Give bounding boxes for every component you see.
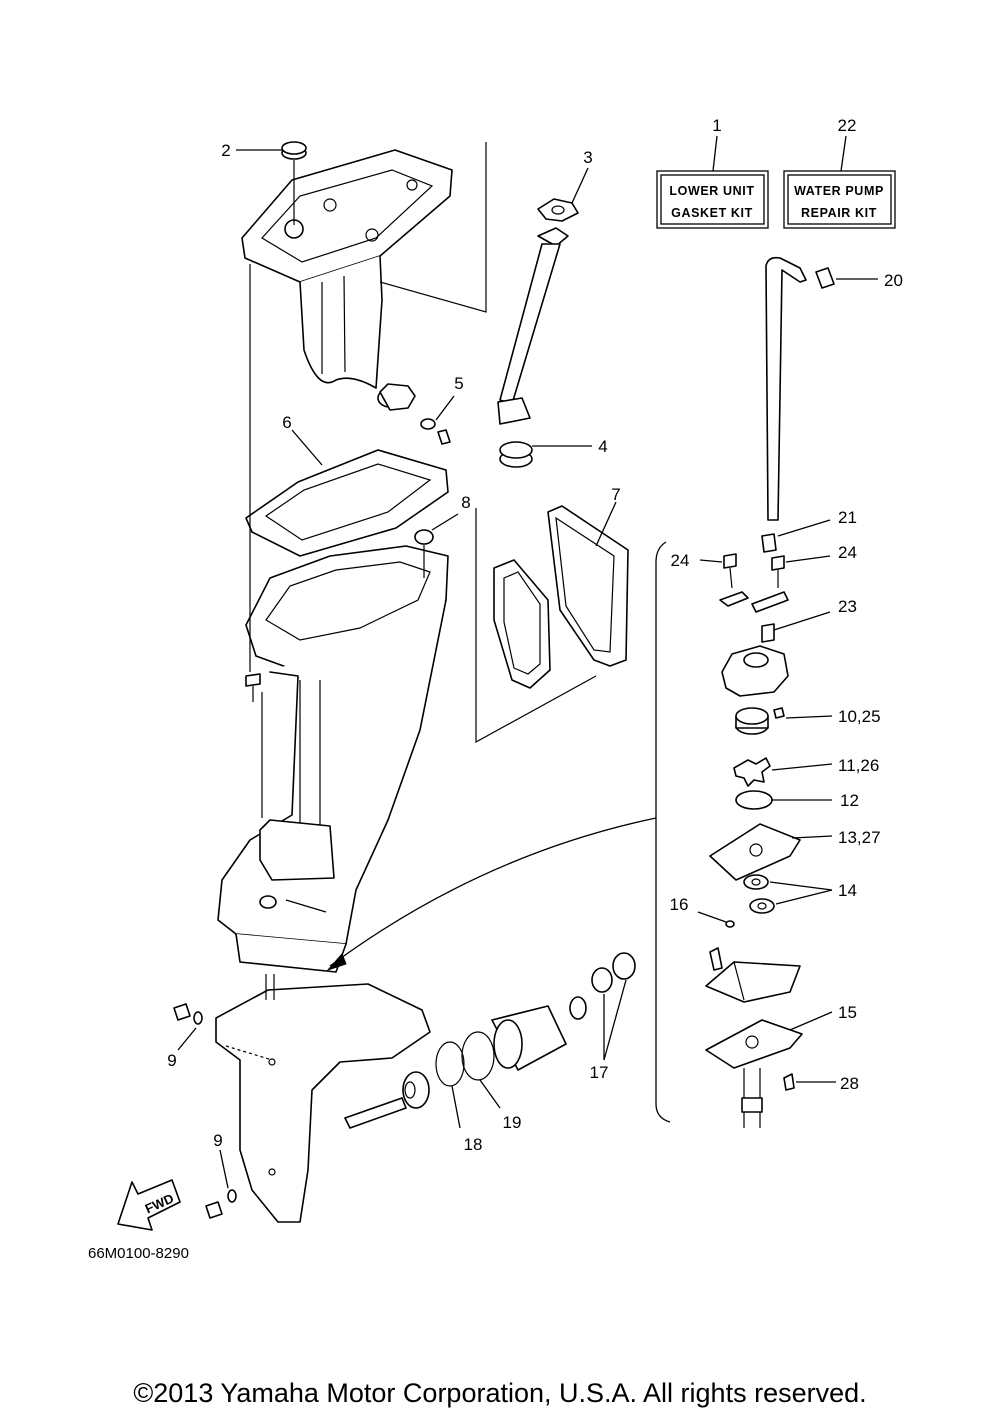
part-21-grommet <box>761 519 831 553</box>
part-12-o-ring <box>735 790 832 810</box>
label-part-22: 22 <box>838 116 857 135</box>
kit-22-line1: WATER PUMP <box>794 184 884 198</box>
label-part-5: 5 <box>454 374 463 393</box>
part-9-screw-upper <box>173 1003 203 1051</box>
part-3-water-tube <box>497 167 589 425</box>
label-part-14: 14 <box>838 881 857 900</box>
part-4-seal <box>499 441 592 468</box>
label-part-9-lower: 9 <box>213 1131 222 1150</box>
part-2-seal <box>236 141 307 225</box>
label-part-11-26: 11,26 <box>838 756 879 775</box>
pump-bracket <box>655 541 671 1123</box>
label-part-1: 1 <box>712 116 721 135</box>
label-part-6: 6 <box>282 413 291 432</box>
pump-housing <box>721 645 789 697</box>
kit-1-line1: LOWER UNIT <box>669 184 754 198</box>
label-part-21: 21 <box>838 508 857 527</box>
part-11-26-impeller <box>733 757 833 787</box>
label-part-2: 2 <box>221 141 230 160</box>
part-28-key <box>783 1073 836 1091</box>
part-15-gasket <box>705 1011 833 1069</box>
prop-shaft-parts <box>402 952 636 1129</box>
label-part-18: 18 <box>464 1135 483 1154</box>
label-part-8: 8 <box>461 493 470 512</box>
label-part-24-left: 24 <box>671 551 690 570</box>
label-part-28: 28 <box>840 1074 859 1093</box>
label-part-13-27: 13,27 <box>838 828 881 847</box>
kit-22-line2: REPAIR KIT <box>801 206 877 220</box>
label-part-20: 20 <box>884 271 903 290</box>
label-part-12: 12 <box>840 791 859 810</box>
copyright-notice: ©2013 Yamaha Motor Corporation, U.S.A. A… <box>133 1378 867 1408</box>
part-16-pin <box>697 911 735 928</box>
label-part-23: 23 <box>838 597 857 616</box>
label-part-15: 15 <box>838 1003 857 1022</box>
part-9-screw-lower <box>205 1149 237 1219</box>
drive-shaft <box>741 1068 763 1128</box>
upper-casing-drawing <box>241 149 453 411</box>
exploded-parts-diagram: LOWER UNIT GASKET KIT WATER PUMP REPAIR … <box>88 116 903 1262</box>
pump-case-lower <box>705 947 801 1003</box>
label-part-17: 17 <box>590 1063 609 1082</box>
assembly-arrow <box>329 817 657 967</box>
kit-box-water-pump-repair: WATER PUMP REPAIR KIT <box>783 135 896 229</box>
part-5-grommet <box>420 395 455 445</box>
reference-code: 66M0100-8290 <box>88 1245 189 1262</box>
part-6-gasket <box>245 429 449 557</box>
kit-box-lower-unit-gasket: LOWER UNIT GASKET KIT <box>656 135 769 229</box>
part-14-seals <box>743 874 833 914</box>
label-part-4: 4 <box>598 437 607 456</box>
part-8-nut <box>414 513 459 578</box>
label-part-7: 7 <box>611 485 620 504</box>
part-10-25-insert <box>735 707 833 735</box>
drive-shaft-housing-drawing <box>217 545 449 973</box>
label-part-24-right: 24 <box>838 543 857 562</box>
pump-plates <box>719 591 789 613</box>
fwd-arrow-icon: FWD <box>117 1179 181 1231</box>
part-labels: 1 2 3 4 5 6 7 8 9 9 10,25 11,26 12 13,27… <box>167 116 903 1154</box>
label-part-16: 16 <box>670 895 689 914</box>
housing-bolt <box>245 264 261 702</box>
label-part-19: 19 <box>503 1113 522 1132</box>
part-23-bushing <box>761 611 831 643</box>
label-part-3: 3 <box>583 148 592 167</box>
part-7-plates <box>493 501 629 689</box>
part-24-bolts <box>699 553 831 589</box>
label-part-9-upper: 9 <box>167 1051 176 1070</box>
lower-unit-drawing <box>215 974 431 1223</box>
part-20-water-tube <box>765 256 878 521</box>
kit-1-line2: GASKET KIT <box>671 206 753 220</box>
part-13-27-plate <box>709 823 833 881</box>
label-part-10-25: 10,25 <box>838 707 881 726</box>
